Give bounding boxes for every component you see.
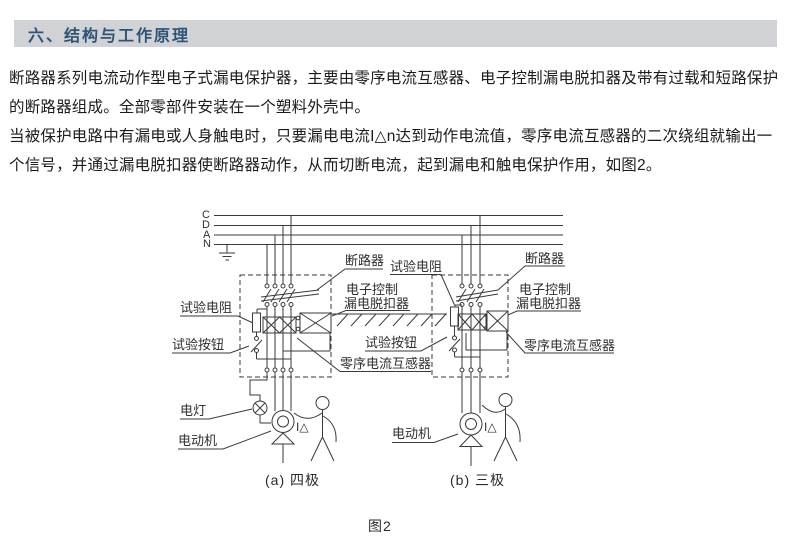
label-motor-a: 电动机 (178, 433, 218, 448)
label-test-resistor-b: 试验电阻 (390, 259, 443, 274)
label-leak-current-a: I△ (296, 420, 309, 434)
trip-device-b (465, 310, 509, 351)
section-title: 六、结构与工作原理 (28, 27, 191, 45)
label-motor-b: 电动机 (392, 426, 432, 441)
paragraph-2: 当被保护电路中有漏电或人身触电时，只要漏电电流I△n达到动作电流值，零序电流互感… (9, 128, 773, 174)
outlet-terminals-b (459, 367, 483, 373)
subcaption-a: (a) 四极 (265, 472, 320, 488)
bus-label-c: C (202, 209, 210, 221)
label-trip-device-a-line1: 电子控制 (346, 282, 399, 297)
load-wires-b (461, 372, 481, 413)
supply-drops-b (461, 215, 481, 284)
label-trip-device-a-line2: 漏电脱扣器 (344, 295, 410, 311)
label-test-resistor-a: 试验电阻 (180, 300, 233, 315)
test-resistor-symbol-a (252, 308, 267, 333)
bus-label-a: A (203, 228, 211, 241)
test-button-symbol-b (448, 326, 480, 358)
supply-drops-a (266, 215, 292, 284)
pole-wires-b (461, 306, 481, 368)
subcaption-b: (b) 三极 (450, 472, 505, 488)
leader-lines (172, 265, 614, 450)
bus-label-n: N (203, 238, 211, 250)
label-lamp: 电灯 (180, 403, 207, 418)
label-ct-b: 零序电流互感器 (524, 337, 616, 353)
bus-lines (214, 215, 563, 245)
paragraph-1: 断路器系列电流动作型电子式漏电保护器，主要由零序电流互感器、电子控制漏电脱扣器及… (9, 70, 779, 116)
section-header-bar: 六、结构与工作原理 (14, 20, 777, 47)
bus-label-d: D (202, 219, 210, 231)
ground-icon (219, 244, 235, 261)
outlet-terminals-a (264, 367, 294, 373)
load-wires-a (249, 372, 292, 424)
breaker-symbol-b (455, 283, 499, 307)
hatched-panel-line (331, 313, 447, 327)
person-figure-a (293, 396, 337, 462)
label-trip-device-b-line2: 漏电脱扣器 (516, 295, 582, 311)
body-text: 断路器系列电流动作型电子式漏电保护器，主要由零序电流互感器、电子控制漏电脱扣器及… (9, 64, 787, 180)
person-figure-b (481, 393, 521, 462)
label-leak-current-b: I△ (484, 420, 497, 434)
dashed-enclosure-b (431, 274, 509, 378)
trip-device-a (282, 312, 332, 352)
label-ct-a: 零序电流互感器 (340, 355, 432, 371)
ct-symbol-a (262, 316, 297, 334)
label-breaker-a: 断路器 (345, 253, 385, 268)
label-trip-device-b-line1: 电子控制 (519, 282, 572, 297)
test-resistor-symbol-b (450, 304, 462, 327)
label-test-button-b: 试验按钮 (365, 335, 418, 350)
figure-caption: 图2 (368, 518, 392, 534)
lamp-icon (252, 400, 268, 416)
motor-icon-b (458, 412, 484, 466)
label-breaker-b: 断路器 (525, 251, 565, 266)
motor-icon-a (270, 410, 296, 463)
test-button-symbol-a (250, 332, 291, 360)
breaker-symbol-a (260, 283, 320, 307)
label-test-button-a: 试验按钮 (172, 337, 225, 352)
